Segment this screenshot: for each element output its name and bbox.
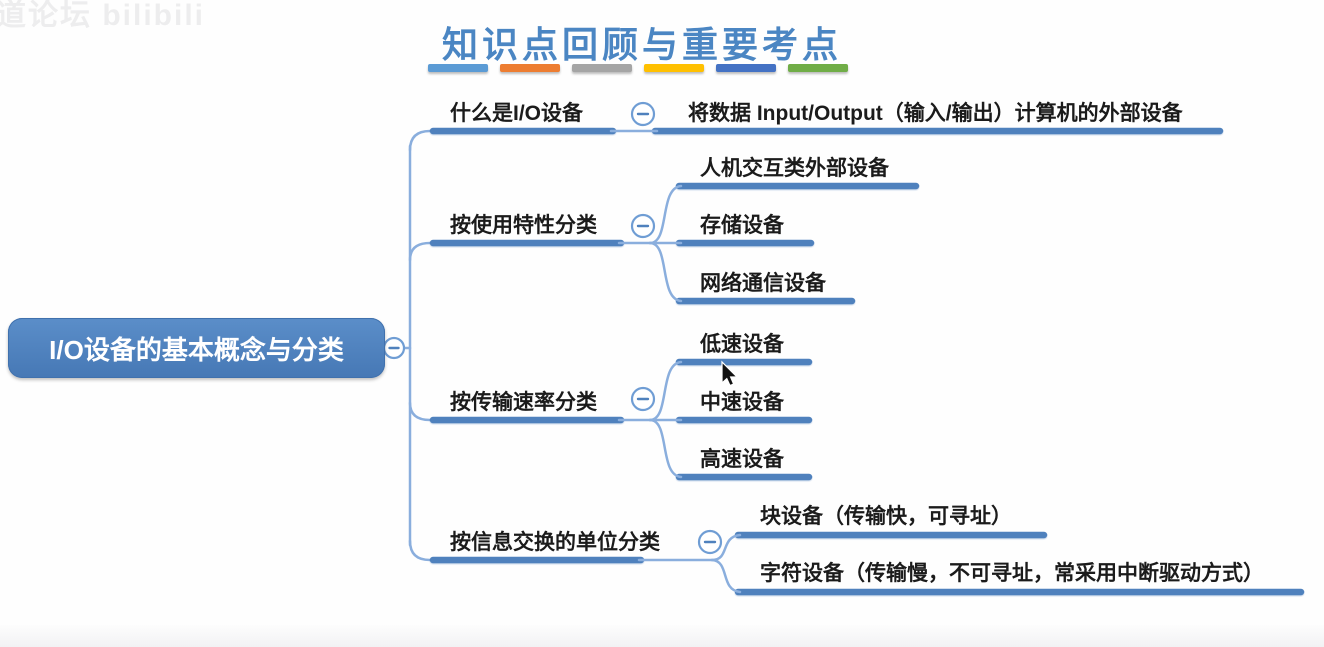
decor-bar xyxy=(572,64,632,72)
decor-bar xyxy=(500,64,560,72)
child-topic-high-speed[interactable]: 高速设备 xyxy=(700,448,784,471)
collapse-icon-root[interactable] xyxy=(382,336,406,360)
decor-bar xyxy=(716,64,776,72)
decor-bar xyxy=(644,64,704,72)
collapse-icon-branch-2[interactable] xyxy=(630,213,656,239)
child-topic-io-definition[interactable]: 将数据 Input/Output（输入/输出）计算机的外部设备 xyxy=(688,102,1183,125)
collapse-icon-branch-3[interactable] xyxy=(630,386,656,412)
collapse-icon-branch-4[interactable] xyxy=(697,529,723,555)
child-topic-mid-speed[interactable]: 中速设备 xyxy=(700,391,784,414)
child-topic-low-speed[interactable]: 低速设备 xyxy=(700,333,784,356)
collapse-icon-branch-1[interactable] xyxy=(630,101,656,127)
child-topic-network[interactable]: 网络通信设备 xyxy=(700,272,826,295)
branch-topic-by-usage[interactable]: 按使用特性分类 xyxy=(450,214,597,237)
child-topic-human-interaction[interactable]: 人机交互类外部设备 xyxy=(700,157,889,180)
child-topic-storage[interactable]: 存储设备 xyxy=(700,214,784,237)
branch-topic-by-unit[interactable]: 按信息交换的单位分类 xyxy=(450,531,660,554)
page-title: 知识点回顾与重要考点 xyxy=(441,24,842,66)
trunk-connector xyxy=(402,129,432,562)
bottom-strip xyxy=(0,625,1324,647)
title-underline-bars xyxy=(428,64,848,72)
mouse-cursor-icon xyxy=(721,360,739,387)
decor-bar xyxy=(428,64,488,72)
decor-bar xyxy=(788,64,848,72)
branch-topic-by-speed[interactable]: 按传输速率分类 xyxy=(450,391,597,414)
fan-connectors xyxy=(609,129,742,594)
child-topic-char-device[interactable]: 字符设备（传输慢，不可寻址，常采用中断驱动方式） xyxy=(760,562,1264,585)
branch-topic-what-is-io[interactable]: 什么是I/O设备 xyxy=(450,102,584,125)
watermark: 道论坛 bilibili xyxy=(0,0,205,32)
root-topic-node[interactable]: I/O设备的基本概念与分类 xyxy=(8,318,385,378)
child-topic-block-device[interactable]: 块设备（传输快，可寻址） xyxy=(760,505,1012,528)
